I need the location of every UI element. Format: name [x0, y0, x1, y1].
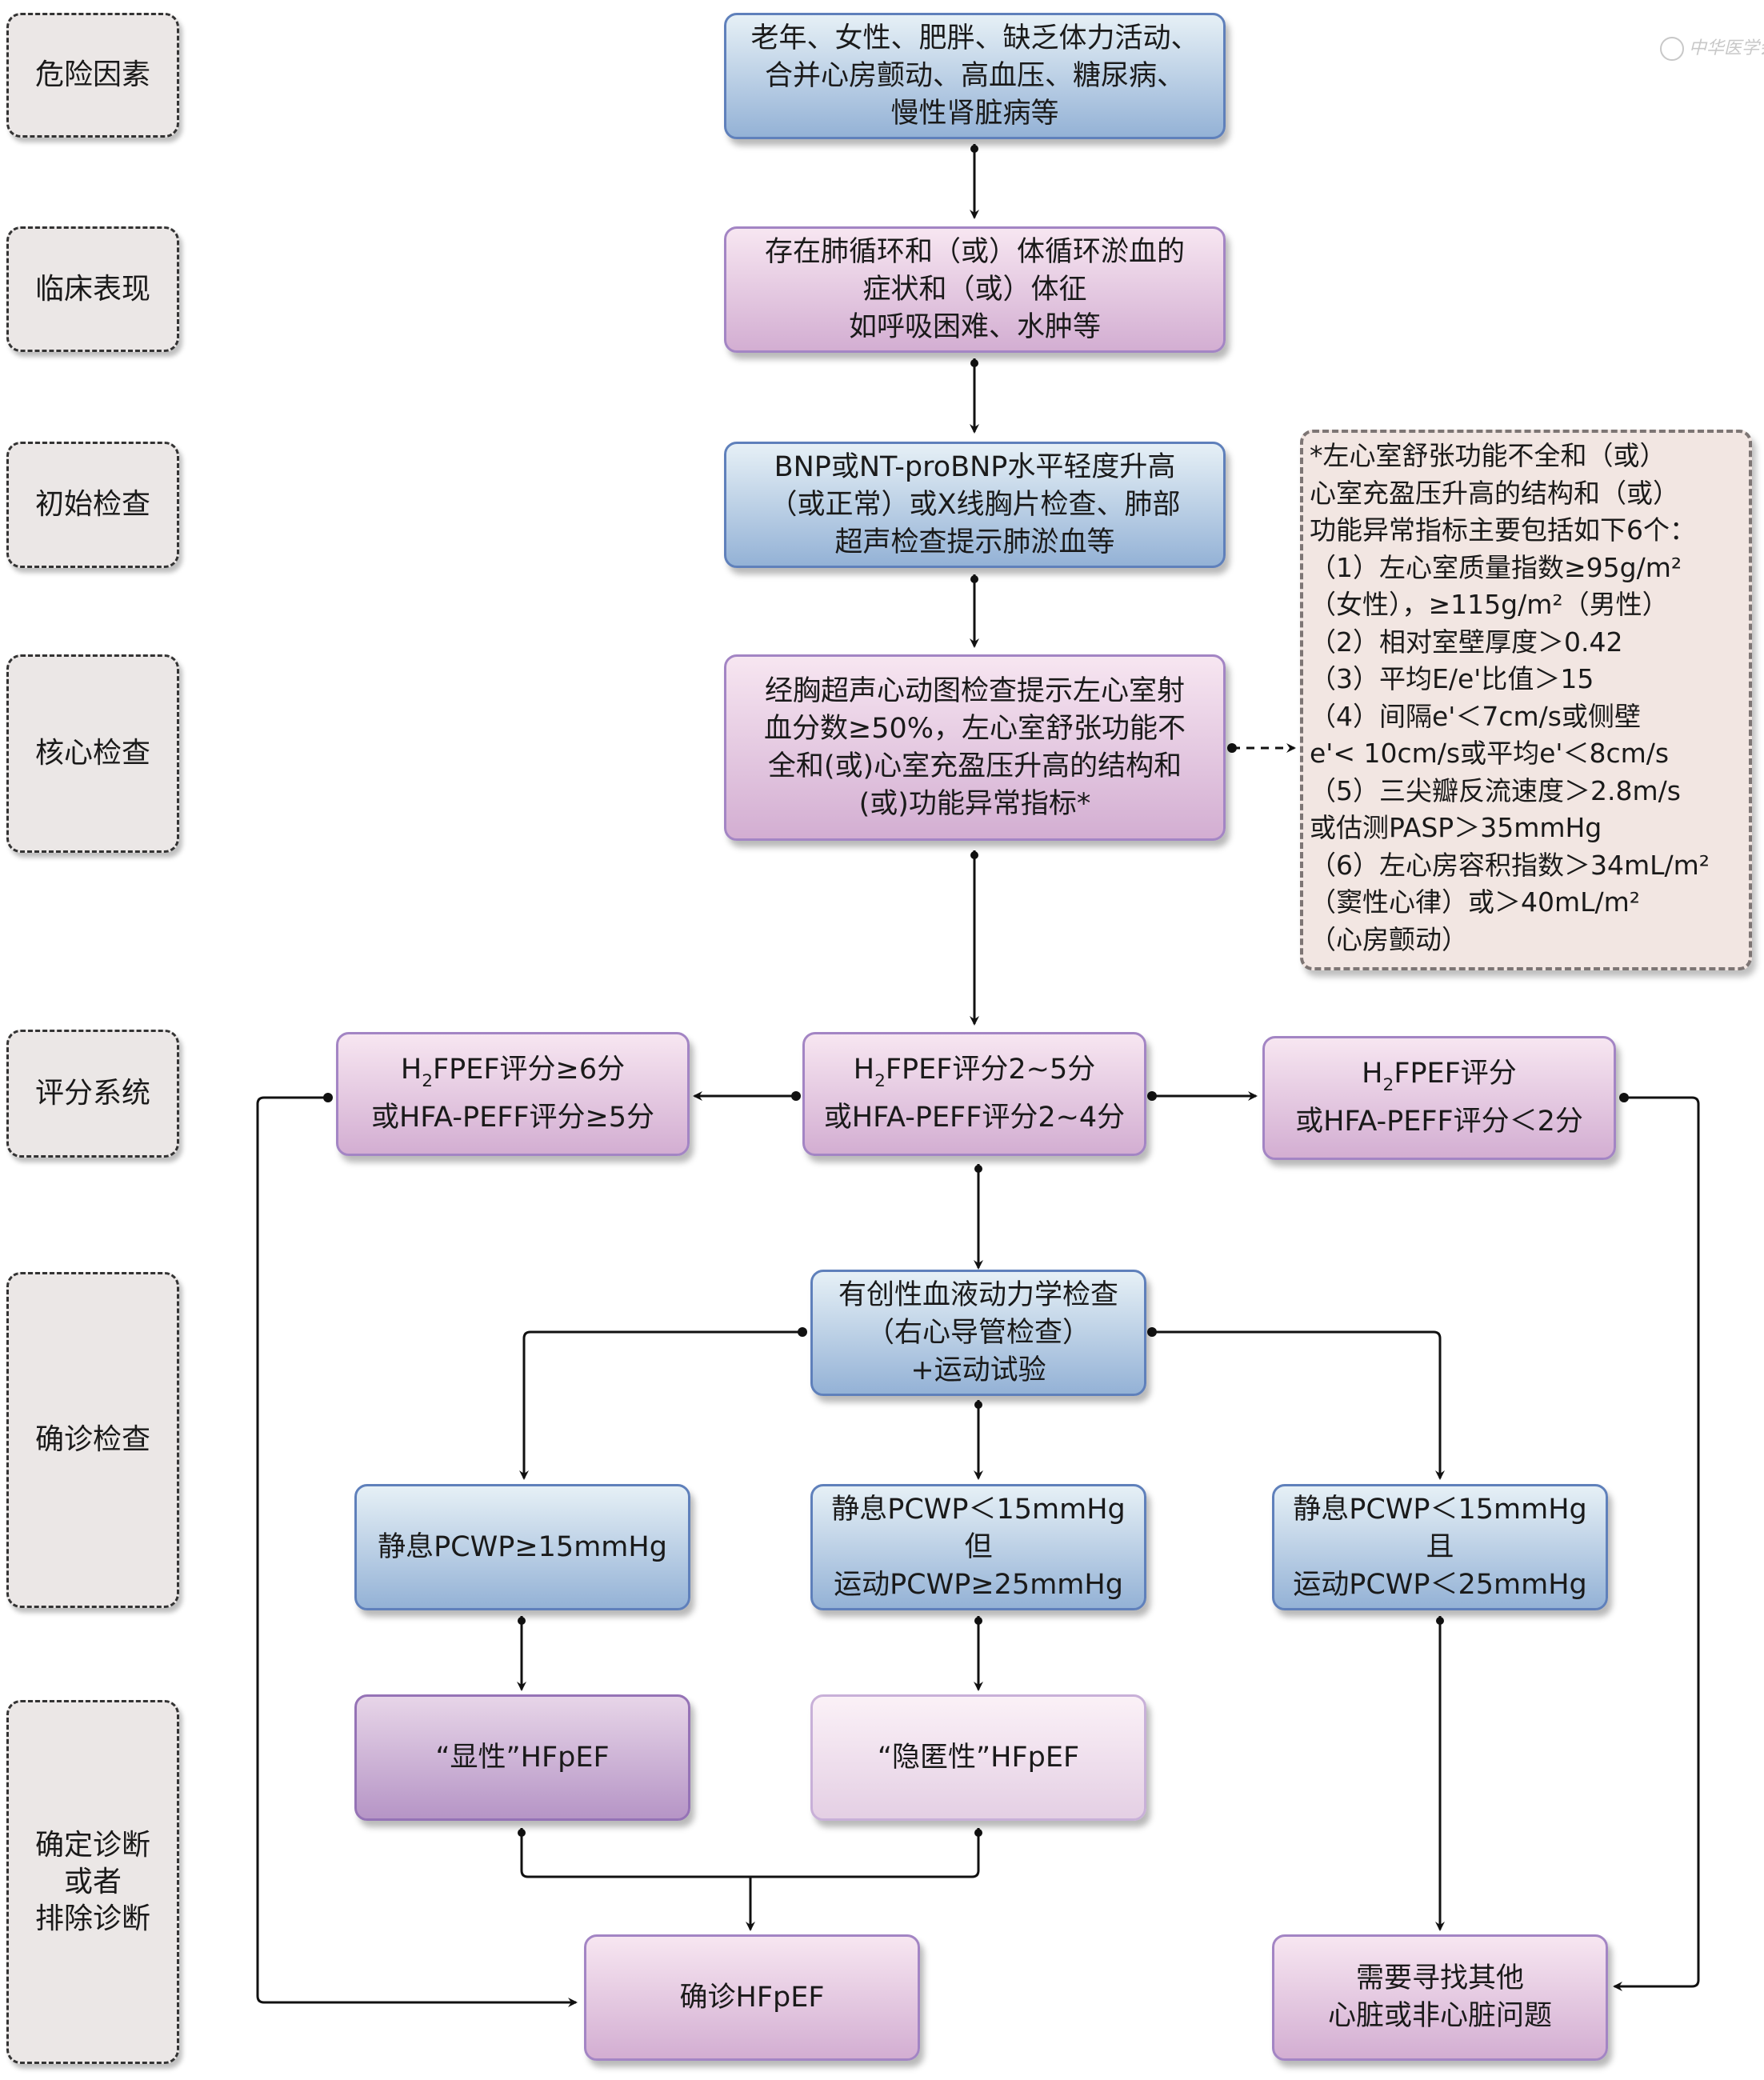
stage-confirm-exam: 确诊检查 [6, 1272, 179, 1608]
pcwp-normal-box: 静息PCWP＜15mmHg 且 运动PCWP＜25mmHg [1272, 1484, 1608, 1610]
other-problems-box: 需要寻找其他 心脏或非心脏问题 [1272, 1934, 1608, 2061]
pcwp-masked-box: 静息PCWP＜15mmHg 但 运动PCWP≥25mmHg [810, 1484, 1146, 1610]
arrow-invasive-left [519, 1330, 802, 1480]
note-line: （心房颤动） [1310, 923, 1468, 955]
note-line: （窦性心律）或＞40mL/m² [1310, 886, 1641, 918]
risk-factors-box: 老年、女性、肥胖、缺乏体力活动、 合并心房颤动、高血压、糖尿病、 慢性肾脏病等 [724, 13, 1226, 139]
clinical-box: 存在肺循环和（或）体循环淤血的 症状和（或）体征 如呼吸困难、水肿等 [724, 226, 1226, 353]
note-line: （女性），≥115g/m²（男性） [1310, 589, 1669, 620]
invasive-test-box: 有创性血液动力学检查 （右心导管检查） +运动试验 [810, 1270, 1146, 1396]
note-line: （2）相对室壁厚度＞0.42 [1310, 626, 1623, 658]
arrow-invasive-right [1152, 1330, 1445, 1480]
seal-icon [1660, 37, 1684, 61]
initial-exam-box: BNP或NT-proBNP水平轻度升高 （或正常）或X线胸片检查、肺部 超声检查… [724, 442, 1226, 568]
score-mid-box: H2FPEF评分2~5分或HFA-PEFF评分2~4分 [802, 1032, 1146, 1156]
criteria-note: *左心室舒张功能不全和（或） 心室充盈压升高的结构和（或） 功能异常指标主要包括如下… [1300, 430, 1752, 970]
pcwp-high-box: 静息PCWP≥15mmHg [354, 1484, 690, 1610]
core-exam-box: 经胸超声心动图检查提示左心室射 血分数≥50%，左心室舒张功能不 全和(或)心室… [724, 654, 1226, 841]
note-line: （4）间隔e'＜7cm/s或侧壁 [1310, 700, 1641, 732]
note-line: e'< 10cm/s或平均e'＜8cm/s [1310, 738, 1670, 769]
note-line: （6）左心房容积指数＞34mL/m² [1310, 849, 1710, 881]
line-low-to-other [1613, 1096, 1700, 1991]
score-low-box: H2FPEF评分或HFA-PEFF评分＜2分 [1262, 1036, 1616, 1160]
note-line: 功能异常指标主要包括如下6个： [1310, 514, 1696, 546]
overt-hfpef-box: “显性”HFpEF [354, 1694, 690, 1821]
note-line: 心室充盈压升高的结构和（或） [1310, 477, 1679, 509]
line-results-merge [520, 1828, 980, 1878]
stage-risk-factors: 危险因素 [6, 13, 179, 138]
confirmed-hfpef-box: 确诊HFpEF [584, 1934, 920, 2061]
note-line: *左心室舒张功能不全和（或） [1310, 440, 1666, 471]
note-line: （3）平均E/e'比值＞15 [1310, 663, 1594, 694]
note-line: （1）左心室质量指数≥95g/m² [1310, 551, 1682, 583]
line-high-to-confirmed [256, 1096, 578, 2007]
stage-core-exam: 核心检查 [6, 654, 179, 853]
note-line: 或估测PASP＞35mmHg [1310, 812, 1602, 843]
stage-scoring: 评分系统 [6, 1030, 179, 1158]
stage-clinical: 临床表现 [6, 226, 179, 352]
stage-diagnosis: 确定诊断 或者 排除诊断 [6, 1700, 179, 2064]
score-high-box: H2FPEF评分≥6分或HFA-PEFF评分≥5分 [336, 1032, 690, 1156]
masked-hfpef-box: “隐匿性”HFpEF [810, 1694, 1146, 1821]
stage-initial-exam: 初始检查 [6, 442, 179, 568]
note-line: （5）三尖瓣反流速度＞2.8m/s [1310, 774, 1681, 806]
publisher-watermark: 中华医学会 [1660, 34, 1764, 61]
